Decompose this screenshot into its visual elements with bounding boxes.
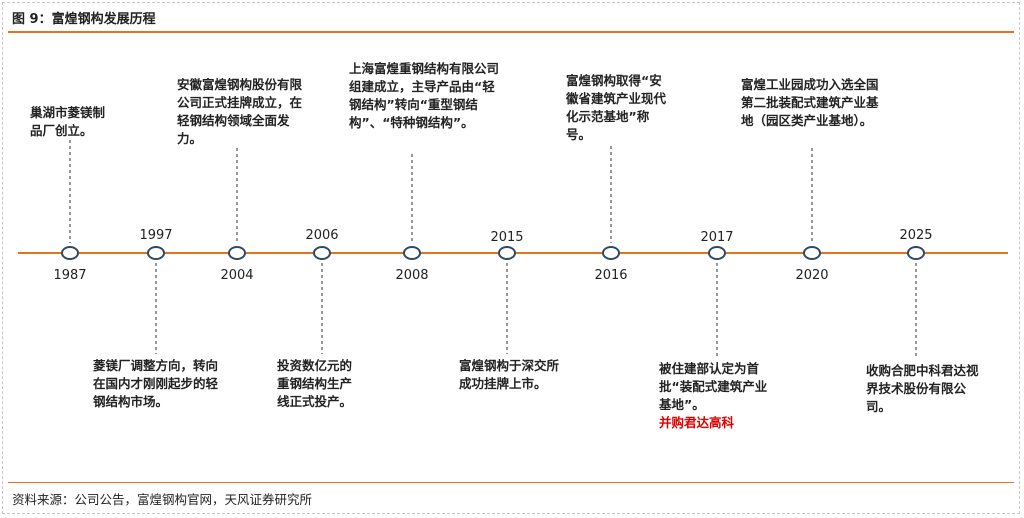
event-text-1987: 巢湖市菱镁制品厂创立。: [30, 105, 106, 138]
event-text-2016: 富煌钢构取得“安徽省建筑产业现代化示范基地”称号。: [566, 73, 667, 142]
year-label-2004: 2004: [220, 268, 254, 283]
source-note: 资料来源：公司公告，富煌钢构官网，天风证券研究所: [12, 492, 313, 507]
year-label-2016: 2016: [594, 268, 628, 283]
event-text-2020: 富煌工业园成功入选全国第二批装配式建筑产业基地（园区类产业基地）。: [741, 77, 879, 128]
event-2004: 安徽富煌钢构股份有限公司正式挂牌成立，在轻钢结构领域全面发力。: [177, 76, 307, 148]
event-2015: 富煌钢构于深交所成功挂牌上市。: [459, 357, 559, 393]
event-1997: 菱镁厂调整方向，转向在国内才刚刚起步的轻钢结构市场。: [93, 357, 223, 411]
event-2025: 收购合肥中科君达视界技术股份有限公司。: [866, 362, 984, 416]
timeline-node-2025: [907, 246, 925, 260]
event-2006: 投资数亿元的重钢结构生产线正式投产。: [277, 357, 359, 411]
timeline-node-1997: [147, 246, 165, 260]
event-1987: 巢湖市菱镁制品厂创立。: [30, 104, 112, 140]
event-highlight-2017: 并购君达高科: [659, 415, 735, 430]
timeline-node-2016: [602, 246, 620, 260]
timeline-node-2008: [403, 246, 421, 260]
source-divider: [8, 482, 1014, 483]
timeline-node-2015: [498, 246, 516, 260]
event-text-2025: 收购合肥中科君达视界技术股份有限公司。: [866, 363, 979, 414]
timeline-nodes: [61, 246, 925, 260]
event-text-2015: 富煌钢构于深交所成功挂牌上市。: [459, 358, 560, 391]
figure-title: 图 9：富煌钢构发展历程: [12, 12, 156, 27]
event-2008: 上海富煌重钢结构有限公司组建成立，主导产品由“轻钢结构”转向“重型钢结构”、“特…: [349, 60, 499, 132]
year-label-2025: 2025: [899, 228, 933, 243]
event-text-2006: 投资数亿元的重钢结构生产线正式投产。: [277, 358, 353, 409]
event-2017: 被住建部认定为首批“装配式建筑产业基地”。 并购君达高科: [659, 360, 771, 432]
event-2020: 富煌工业园成功入选全国第二批装配式建筑产业基地（园区类产业基地）。: [741, 76, 881, 130]
year-label-2017: 2017: [700, 230, 734, 245]
event-2016: 富煌钢构取得“安徽省建筑产业现代化示范基地”称号。: [566, 72, 674, 144]
timeline-node-2004: [228, 246, 246, 260]
year-label-1997: 1997: [139, 228, 173, 243]
year-label-2015: 2015: [490, 230, 524, 245]
event-text-1997: 菱镁厂调整方向，转向在国内才刚刚起步的轻钢结构市场。: [93, 358, 219, 409]
timeline-node-2020: [803, 246, 821, 260]
connector-lines: [69, 140, 917, 358]
year-label-2020: 2020: [795, 268, 829, 283]
year-label-2006: 2006: [305, 228, 339, 243]
timeline-node-1987: [61, 246, 79, 260]
title-divider: [8, 31, 1014, 33]
timeline-node-2017: [708, 246, 726, 260]
event-text-2017: 被住建部认定为首批“装配式建筑产业基地”。: [659, 361, 768, 412]
event-text-2008: 上海富煌重钢结构有限公司组建成立，主导产品由“轻钢结构”转向“重型钢结构”、“特…: [349, 61, 500, 130]
timeline-node-2006: [313, 246, 331, 260]
year-label-1987: 1987: [53, 268, 87, 283]
year-label-2008: 2008: [395, 268, 429, 283]
event-text-2004: 安徽富煌钢构股份有限公司正式挂牌成立，在轻钢结构领域全面发力。: [177, 77, 303, 146]
